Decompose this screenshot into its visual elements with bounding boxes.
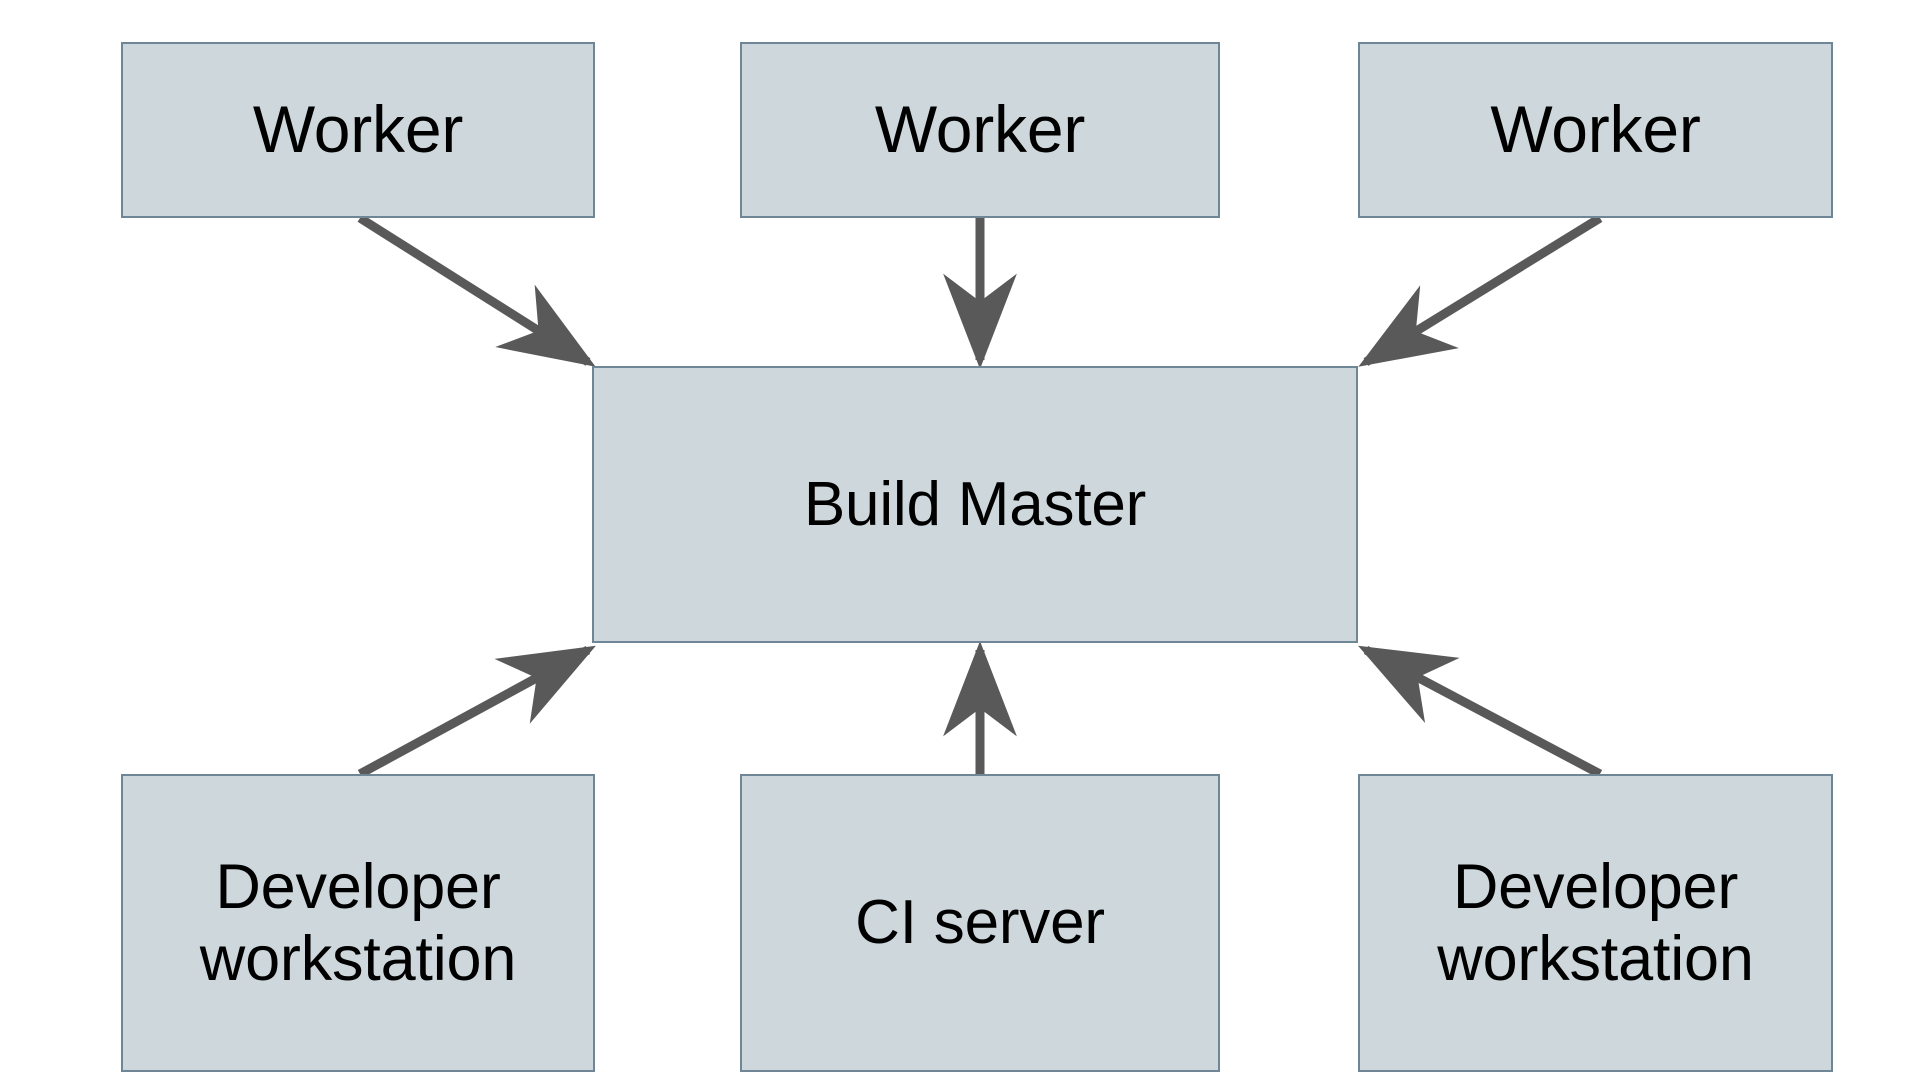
node-worker-1[interactable]: Worker xyxy=(121,42,595,218)
edge-dev-2-to-build-master xyxy=(1358,645,1603,778)
node-worker-1-label: Worker xyxy=(252,92,464,167)
node-build-master[interactable]: Build Master xyxy=(592,366,1358,643)
node-developer-workstation-right[interactable]: Developer workstation xyxy=(1358,774,1833,1072)
edge-worker-1-to-build-master xyxy=(357,214,596,367)
node-developer-workstation-right-label: Developer workstation xyxy=(1437,851,1754,994)
node-developer-workstation-left-label: Developer workstation xyxy=(199,851,517,994)
node-worker-3-label: Worker xyxy=(1490,92,1701,167)
node-ci-server-label: CI server xyxy=(855,888,1105,958)
node-ci-server[interactable]: CI server xyxy=(740,774,1220,1072)
node-developer-workstation-left[interactable]: Developer workstation xyxy=(121,774,595,1072)
node-worker-2-label: Worker xyxy=(874,92,1086,167)
edge-worker-3-to-build-master xyxy=(1358,214,1603,367)
node-worker-3[interactable]: Worker xyxy=(1358,42,1833,218)
node-build-master-label: Build Master xyxy=(803,469,1147,539)
node-worker-2[interactable]: Worker xyxy=(740,42,1220,218)
edge-dev-1-to-build-master xyxy=(357,645,596,778)
